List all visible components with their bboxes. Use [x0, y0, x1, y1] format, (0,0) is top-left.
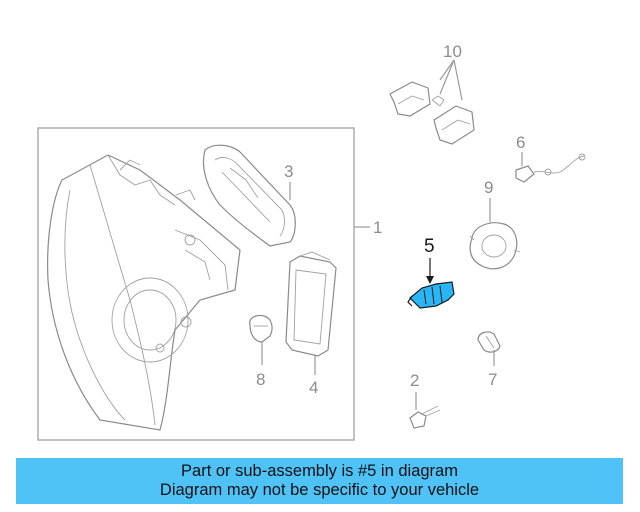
- callout-10-leader-a: [439, 59, 455, 81]
- control-module: [285, 251, 337, 357]
- wire-harness: [515, 153, 586, 183]
- callout-3: 3: [284, 162, 293, 181]
- info-banner: Part or sub-assembly is #5 in diagram Di…: [16, 458, 623, 504]
- side-marker-bulb: [477, 331, 501, 353]
- headlamp-bulb-highlighted: [407, 281, 455, 309]
- callout-6: 6: [516, 133, 525, 152]
- retaining-ring: [469, 222, 521, 270]
- headlamp-assembly-frame: [37, 127, 355, 441]
- callout-2: 2: [410, 371, 419, 390]
- callout-1: 1: [373, 218, 382, 237]
- bulb-socket: [249, 314, 273, 343]
- banner-line-part-number: Part or sub-assembly is #5 in diagram: [181, 462, 458, 480]
- callout-10-leader-c: [439, 59, 455, 95]
- headlamp-housing: [47, 154, 241, 431]
- banner-line-disclaimer: Diagram may not be specific to your vehi…: [159, 481, 480, 499]
- callout-4: 4: [309, 378, 318, 397]
- mounting-screw: [409, 405, 441, 429]
- rear-cover: [202, 144, 296, 247]
- callout-5: 5: [424, 236, 435, 257]
- callout-10-leader-b: [453, 59, 463, 101]
- mounting-brackets: [389, 81, 475, 145]
- callout-5-arrowhead: [426, 276, 434, 284]
- callout-7: 7: [488, 370, 497, 389]
- callout-8: 8: [256, 370, 265, 389]
- callout-10: 10: [443, 42, 462, 61]
- callout-9: 9: [484, 178, 493, 197]
